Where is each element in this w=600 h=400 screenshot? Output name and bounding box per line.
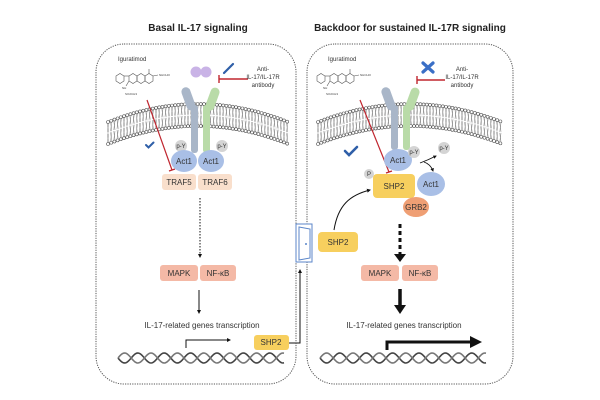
right-act1-b xyxy=(417,172,445,196)
right-grb2 xyxy=(403,197,429,217)
left-py-1: p-Y xyxy=(176,144,185,150)
right-antibody-label-3: antibody xyxy=(451,83,474,89)
right-membrane xyxy=(316,102,503,146)
left-il17-ligand-b xyxy=(200,66,212,78)
left-promoter-arrow xyxy=(185,338,231,348)
svg-text:Act1: Act1 xyxy=(423,180,440,189)
right-py-1: p-Y xyxy=(409,150,418,156)
shp2-secretion-arrow xyxy=(289,269,302,344)
right-il17rc-receptor xyxy=(403,87,420,150)
left-traf5 xyxy=(162,174,196,190)
right-dna xyxy=(319,352,487,364)
svg-text:MAPK: MAPK xyxy=(168,269,191,278)
left-drug-group-nhcho: NHCHO xyxy=(159,73,171,77)
left-nfkb xyxy=(200,265,236,281)
left-antibody-label-3: antibody xyxy=(252,83,275,89)
backdoor-icon xyxy=(295,223,313,263)
svg-text:Act1: Act1 xyxy=(203,157,220,166)
left-iguratimod-check-icon xyxy=(145,141,155,149)
left-shp2 xyxy=(254,335,289,350)
svg-text:GRB2: GRB2 xyxy=(405,203,427,212)
right-p: P xyxy=(367,172,371,178)
left-drug-group-so2ch3: SO2CH3 xyxy=(125,92,137,96)
svg-text:TRAF5: TRAF5 xyxy=(166,178,192,187)
left-il17-ligand-a xyxy=(190,66,202,78)
svg-text:SHP2: SHP2 xyxy=(384,182,405,191)
right-antibody-label-1: Anti- xyxy=(456,67,468,73)
left-iguratimod-structure xyxy=(115,69,159,87)
left-antibody-check-icon xyxy=(222,62,235,75)
door-shp2 xyxy=(318,232,358,252)
svg-text:SHP2: SHP2 xyxy=(261,338,282,347)
svg-text:NF-κB: NF-κB xyxy=(207,269,230,278)
right-iguratimod-structure xyxy=(316,69,360,87)
left-il17ra-receptor xyxy=(181,87,198,153)
right-il17ra-receptor xyxy=(381,87,398,150)
left-antibody-label-1: Anti- xyxy=(257,67,269,73)
left-py-2: p-Y xyxy=(217,144,226,150)
right-promoter-arrow xyxy=(385,340,472,350)
svg-text:Act1: Act1 xyxy=(390,156,407,165)
right-mapk xyxy=(361,265,399,281)
right-act1-a xyxy=(384,149,412,171)
left-antibody-label-2: IL-17/IL-17R xyxy=(246,75,280,81)
left-iguratimod-inhibit-line xyxy=(146,99,173,171)
left-panel-title: Basal IL-17 signaling xyxy=(148,23,247,34)
right-cell-frame xyxy=(306,43,514,385)
left-dna xyxy=(117,352,285,364)
svg-text:Act1: Act1 xyxy=(176,157,193,166)
right-iguratimod-check-icon xyxy=(343,145,359,157)
right-drug-group-nh: NH xyxy=(323,86,327,90)
right-antibody-label-2: IL-17/IL-17R xyxy=(445,75,479,81)
right-nfkb xyxy=(402,265,438,281)
right-antibody-cross-icon xyxy=(421,61,435,74)
right-drug-label: Iguratimod xyxy=(328,57,356,63)
left-cell-frame xyxy=(95,43,297,385)
right-drug-group-nhcho: NHCHO xyxy=(360,73,372,77)
right-drug-group-so2ch3: SO2CH3 xyxy=(326,92,338,96)
right-py-transfer-arrow xyxy=(419,155,437,164)
left-drug-label: Iguratimod xyxy=(118,57,146,63)
right-transcription-label: IL-17-related genes transcription xyxy=(346,321,461,330)
left-mapk xyxy=(160,265,198,281)
right-panel-title: Backdoor for sustained IL-17R signaling xyxy=(314,23,506,34)
left-traf6 xyxy=(198,174,232,190)
right-shp2 xyxy=(373,174,415,198)
svg-text:NF-κB: NF-κB xyxy=(409,269,432,278)
right-py-2: p-Y xyxy=(439,146,448,152)
svg-text:SHP2: SHP2 xyxy=(328,238,349,247)
left-transcription-label: IL-17-related genes transcription xyxy=(144,321,259,330)
left-act1-a xyxy=(171,150,197,172)
svg-text:TRAF6: TRAF6 xyxy=(202,178,228,187)
left-drug-group-nh: NH xyxy=(122,86,126,90)
shp2-reentry-arrow xyxy=(333,188,371,231)
svg-text:MAPK: MAPK xyxy=(369,269,392,278)
left-il17rc-receptor xyxy=(203,87,220,153)
left-act1-b xyxy=(198,150,224,172)
